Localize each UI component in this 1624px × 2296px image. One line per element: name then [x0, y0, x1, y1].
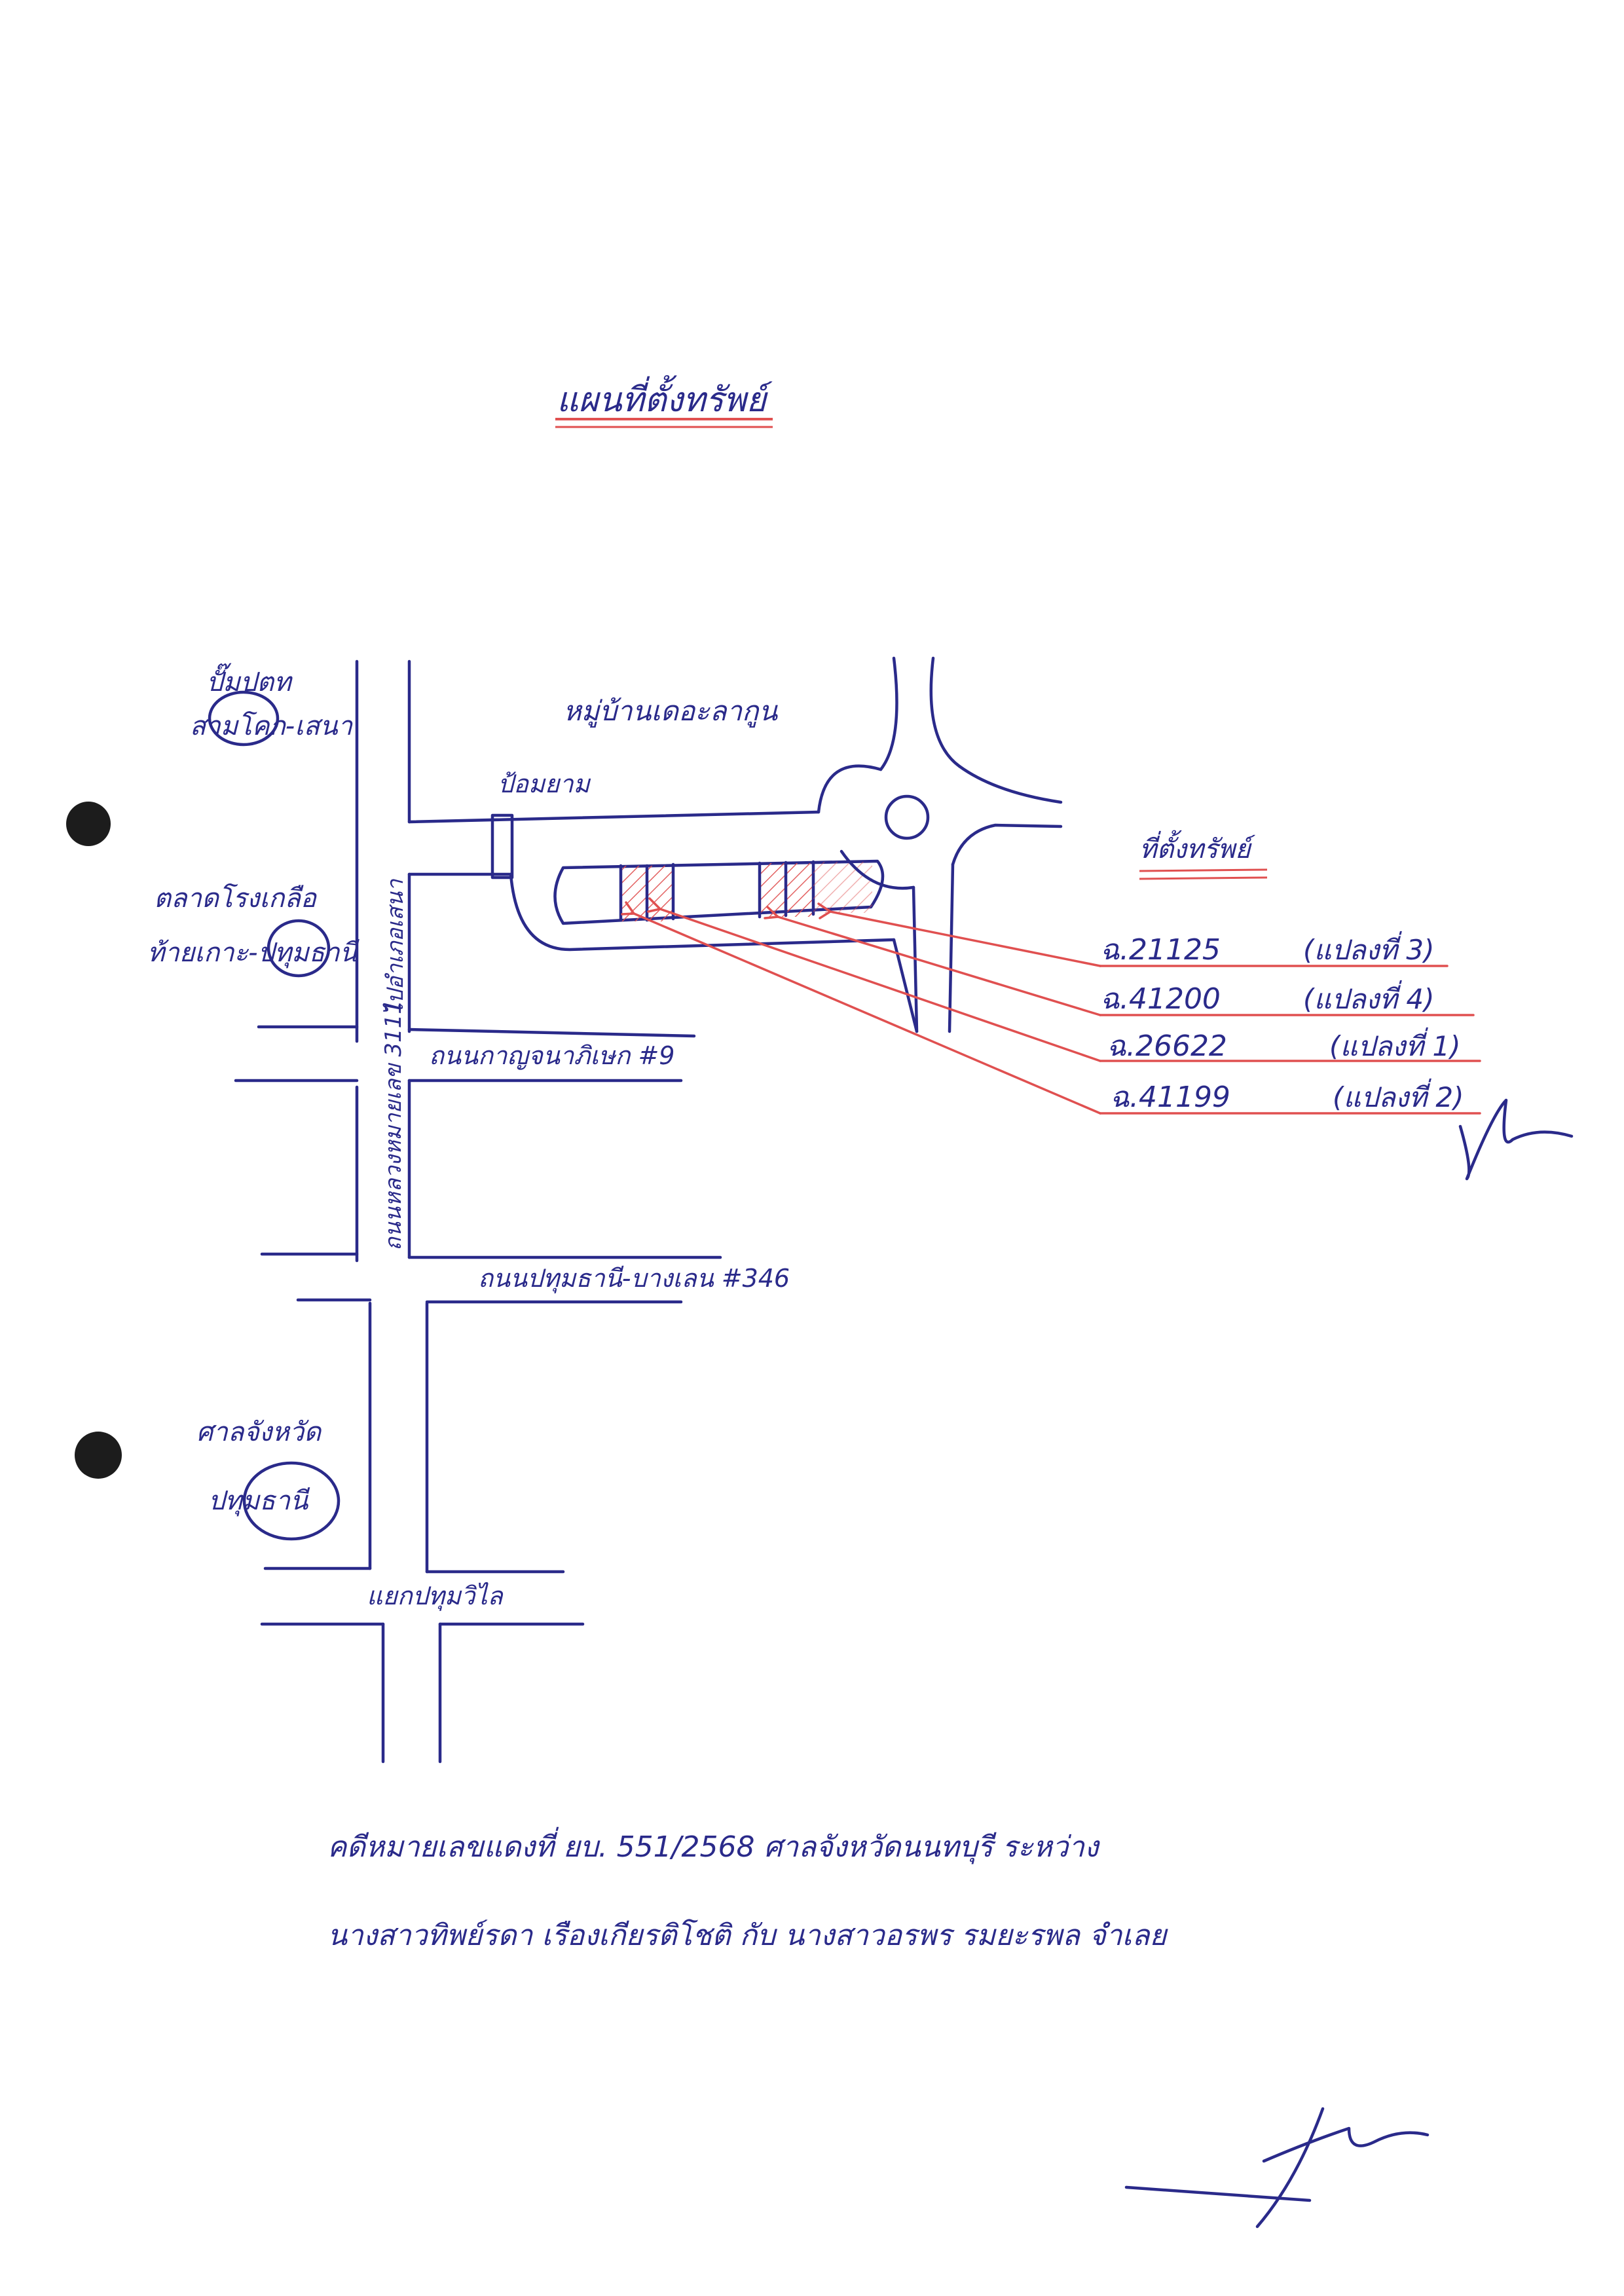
road-346-label: ถนนปทุมธานี-บางเลน #346 — [478, 1264, 790, 1293]
signature-2 — [1124, 2107, 1430, 2229]
junction-road — [260, 1566, 585, 1626]
junction-label: แยกปทุมวิไล — [367, 1582, 504, 1611]
guard-post-label: ป้อมยาม — [498, 769, 591, 798]
leader-lines — [621, 897, 1481, 1115]
parcel-plot-2: (แปลงที่ 4) — [1303, 980, 1435, 1015]
village-label: หมู่บ้านเดอะลากูน — [563, 695, 778, 728]
road-9-label: ถนนกาญจนาภิเษก #9 — [429, 1041, 674, 1070]
map-title: แผนที่ตั้งทรัพย์ — [557, 375, 773, 420]
punch-hole-top — [66, 802, 111, 846]
highway-label: ไปอำเภอเสนา — [382, 879, 409, 1015]
guard-post-box — [490, 813, 514, 880]
road-346 — [260, 1252, 722, 1304]
parcel-plot-3: (แปลงที่ 1) — [1329, 1027, 1461, 1062]
parcel-list: ฉ.21125 (แปลงที่ 3) ฉ.41200 (แปลงที่ 4) … — [1100, 931, 1464, 1114]
parcel-deed-1: ฉ.21125 — [1100, 933, 1221, 967]
punch-hole-bottom — [75, 1432, 122, 1479]
market-label: ตลาดโรงเกลือ — [154, 883, 318, 914]
parcel-plot-1: (แปลงที่ 3) — [1303, 931, 1435, 966]
parcel-deed-4: ฉ.41199 — [1110, 1081, 1230, 1114]
gas-station-sub: สามโคก-เสนา — [190, 711, 354, 741]
highway-3111 — [355, 659, 442, 1764]
parcel-strip — [509, 859, 896, 952]
highway-label-2: ถนนหลวงหมายเลข 3111 — [380, 1000, 407, 1251]
market-sub: ท้ายเกาะ-ปทุมธานี — [147, 938, 360, 969]
market: ตลาดโรงเกลือ ท้ายเกาะ-ปทุมธานี — [147, 883, 360, 978]
court: ศาลจังหวัด ปทุมธานี — [196, 1417, 341, 1541]
parcel-deed-3: ฉ.26622 — [1107, 1029, 1227, 1063]
court-label: ศาลจังหวัด — [196, 1417, 322, 1447]
property-label: ที่ตั้งทรัพย์ — [1139, 830, 1256, 864]
case-note-line-2: นางสาวทิพย์รดา เรืองเกียรติโชติ กับ นางส… — [327, 1919, 1168, 1952]
gas-station-label: ปั๊มปตท — [206, 663, 293, 697]
parcel-plot-4: (แปลงที่ 2) — [1333, 1078, 1464, 1113]
signature-1 — [1458, 1098, 1574, 1181]
parcel-deed-2: ฉ.41200 — [1100, 982, 1221, 1016]
road-9 — [234, 1025, 696, 1083]
court-sub: ปทุมธานี — [208, 1486, 310, 1517]
gas-station: ปั๊มปตท สามโคก-เสนา — [190, 663, 354, 747]
case-note-line-1: คดีหมายเลขแดงที่ ยบ. 551/2568 ศาลจังหวัด… — [327, 1826, 1101, 1864]
